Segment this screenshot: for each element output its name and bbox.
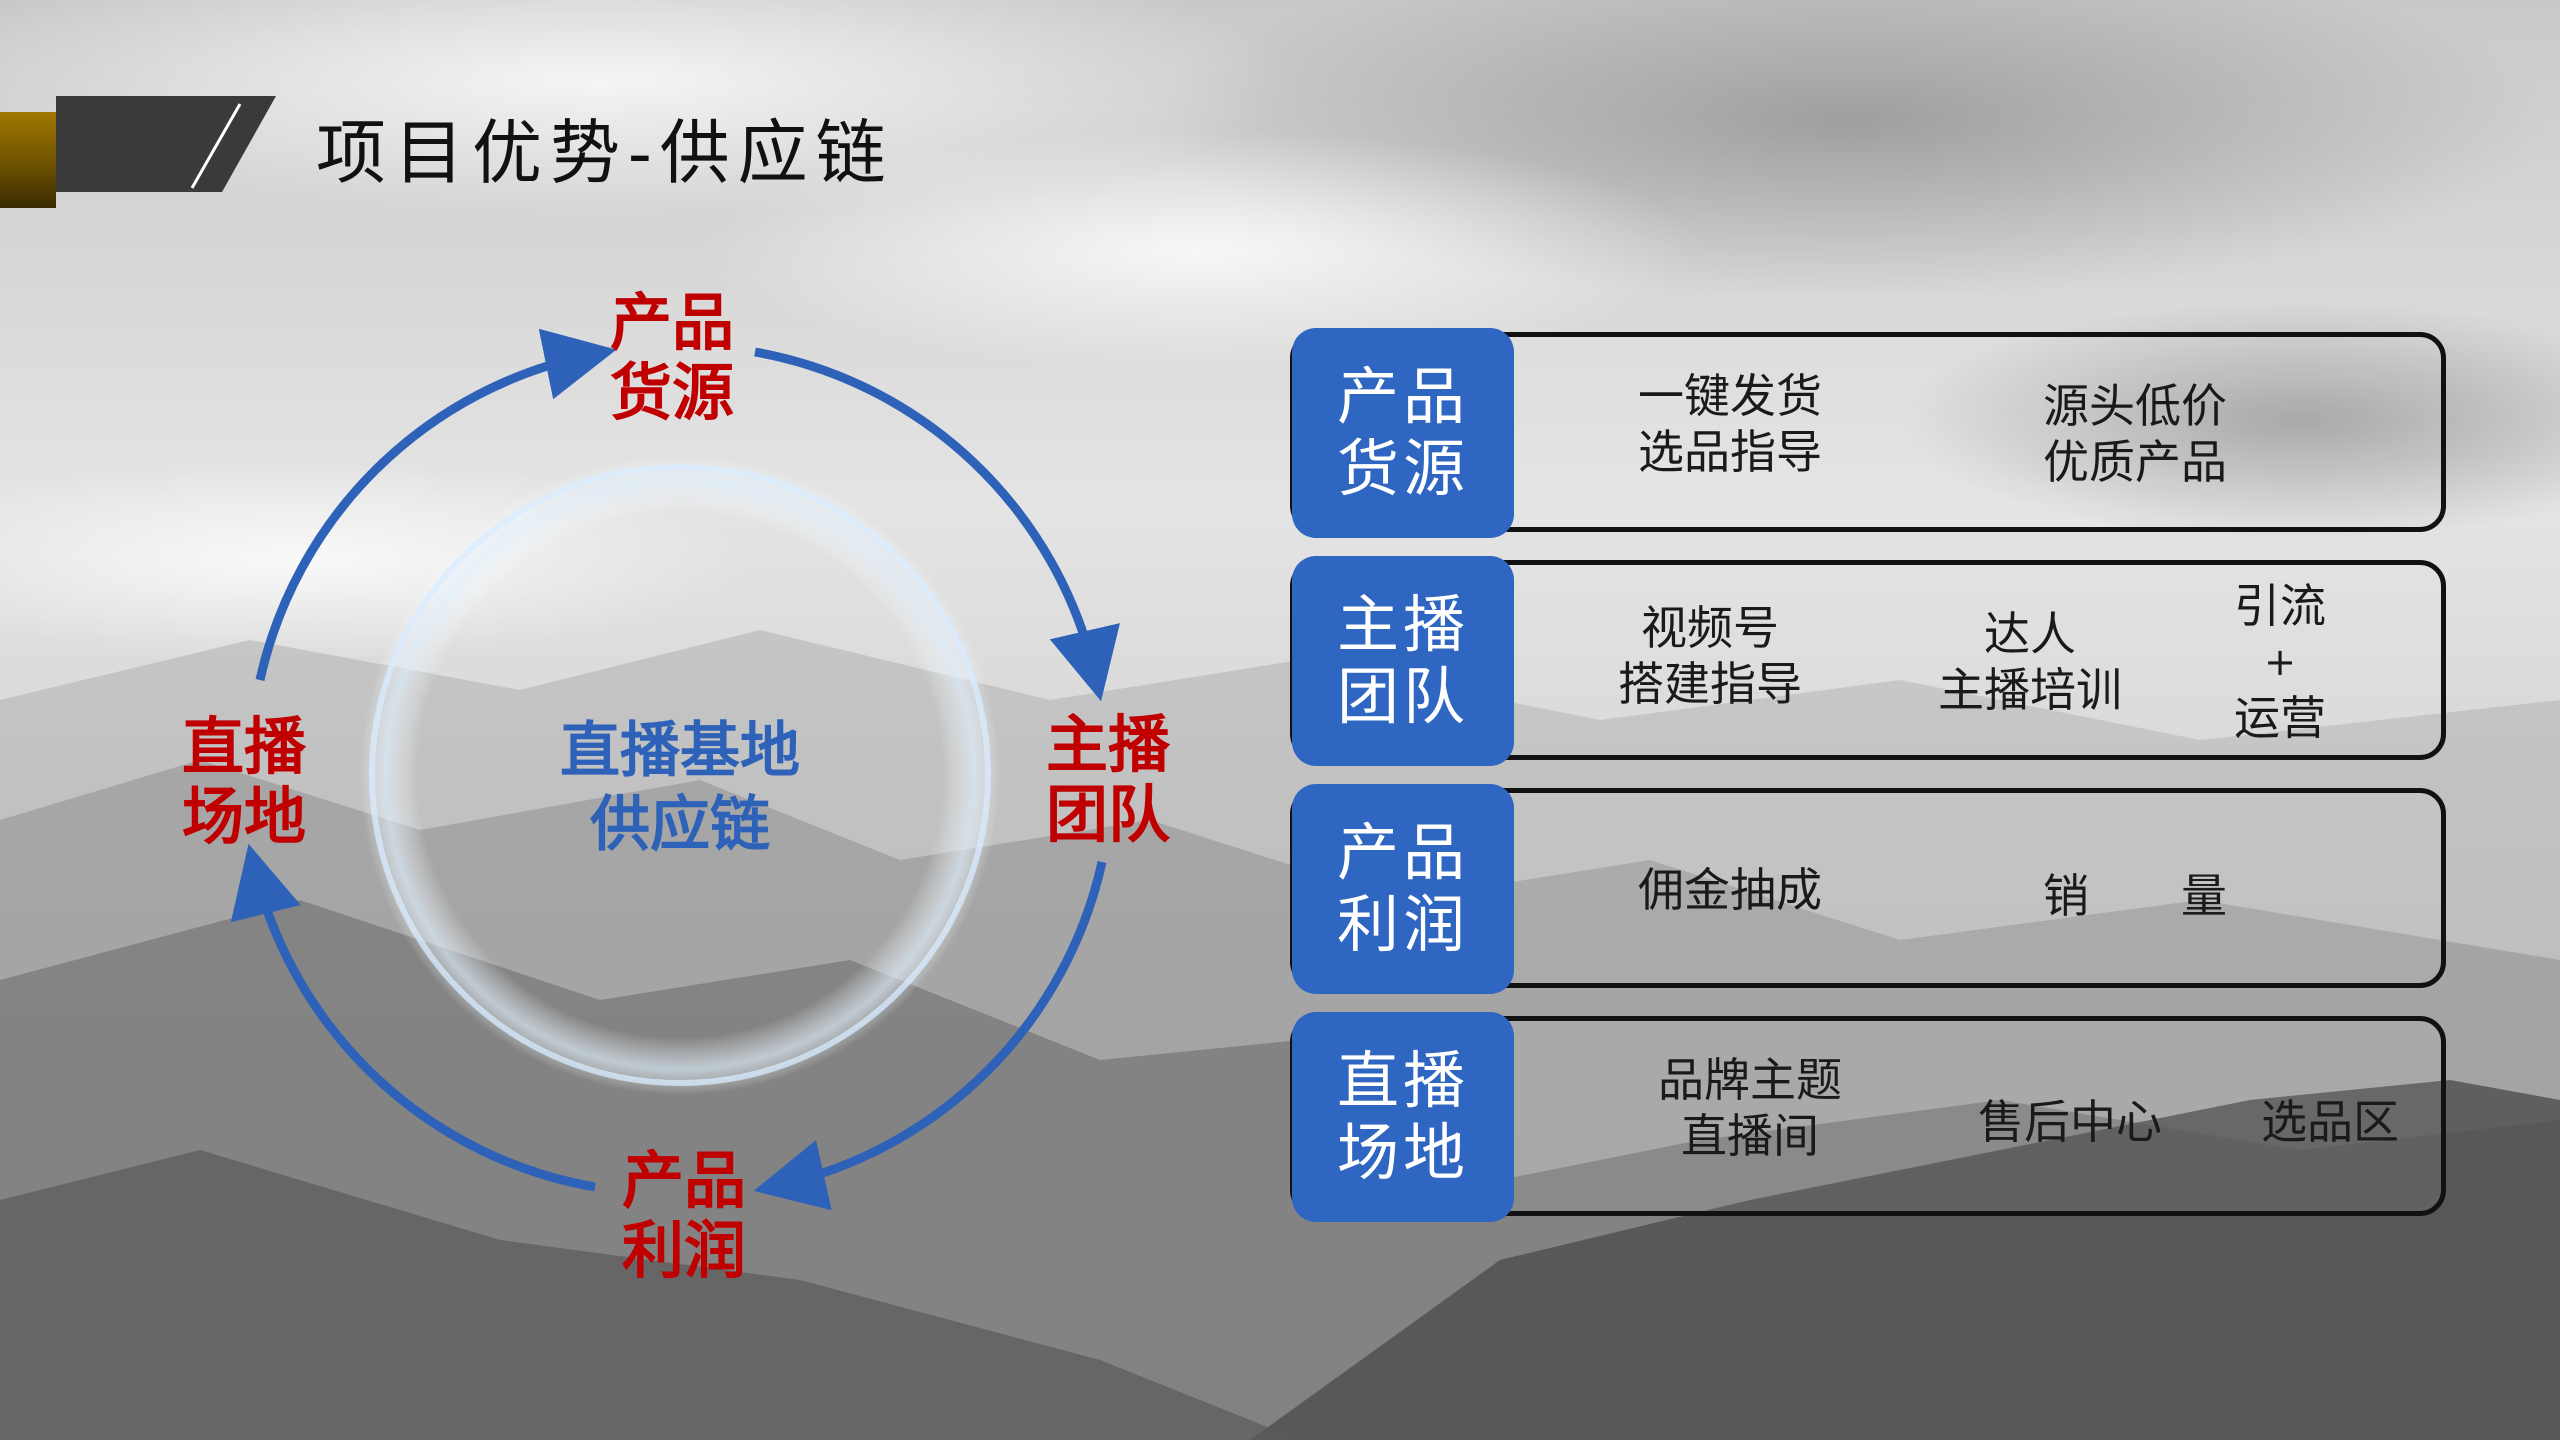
arrow-right-to-bottom [753,861,1107,1211]
title-decoration [56,96,276,192]
row-header-product-profit: 产品利润 [1292,784,1514,994]
cell-sales-volume: 销 量 [2043,869,2227,923]
cell-commission: 佣金抽成 [1638,863,1822,917]
center-ring [369,464,991,1086]
page-title: 项目优势-供应链 [316,112,894,194]
cell-traffic-operation: 引流+运营 [2234,579,2326,745]
node-live-venue: 直播场地 [181,710,306,853]
cell-influencer-training: 达人主播培训 [1938,607,2122,717]
arrow-top-to-right [754,347,1120,702]
row-header-anchor-team: 主播团队 [1292,556,1514,766]
node-product-source: 产品货源 [609,286,734,429]
node-anchor-team: 主播团队 [1045,708,1170,851]
supply-chain-cycle [230,328,1120,1211]
title-accent-bar [0,112,56,208]
row-header-product-source: 产品货源 [1292,328,1514,538]
row-header-live-venue: 直播场地 [1292,1012,1514,1222]
cell-selection-area: 选品区 [2261,1095,2399,1149]
cell-video-channel: 视频号搭建指导 [1618,601,1802,711]
arrow-bottom-to-left [230,843,596,1192]
cell-one-click-shipping: 一键发货选品指导 [1638,369,1822,479]
center-glow-ring [360,455,1000,1095]
cell-source-low-price: 源头低价优质产品 [2043,379,2227,489]
center-label: 直播基地供应链 [560,716,800,860]
arrow-left-to-top [255,328,617,681]
node-product-profit: 产品利润 [621,1144,746,1287]
cell-brand-studio: 品牌主题直播间 [1658,1053,1842,1163]
cell-after-sales: 售后中心 [1978,1095,2162,1149]
